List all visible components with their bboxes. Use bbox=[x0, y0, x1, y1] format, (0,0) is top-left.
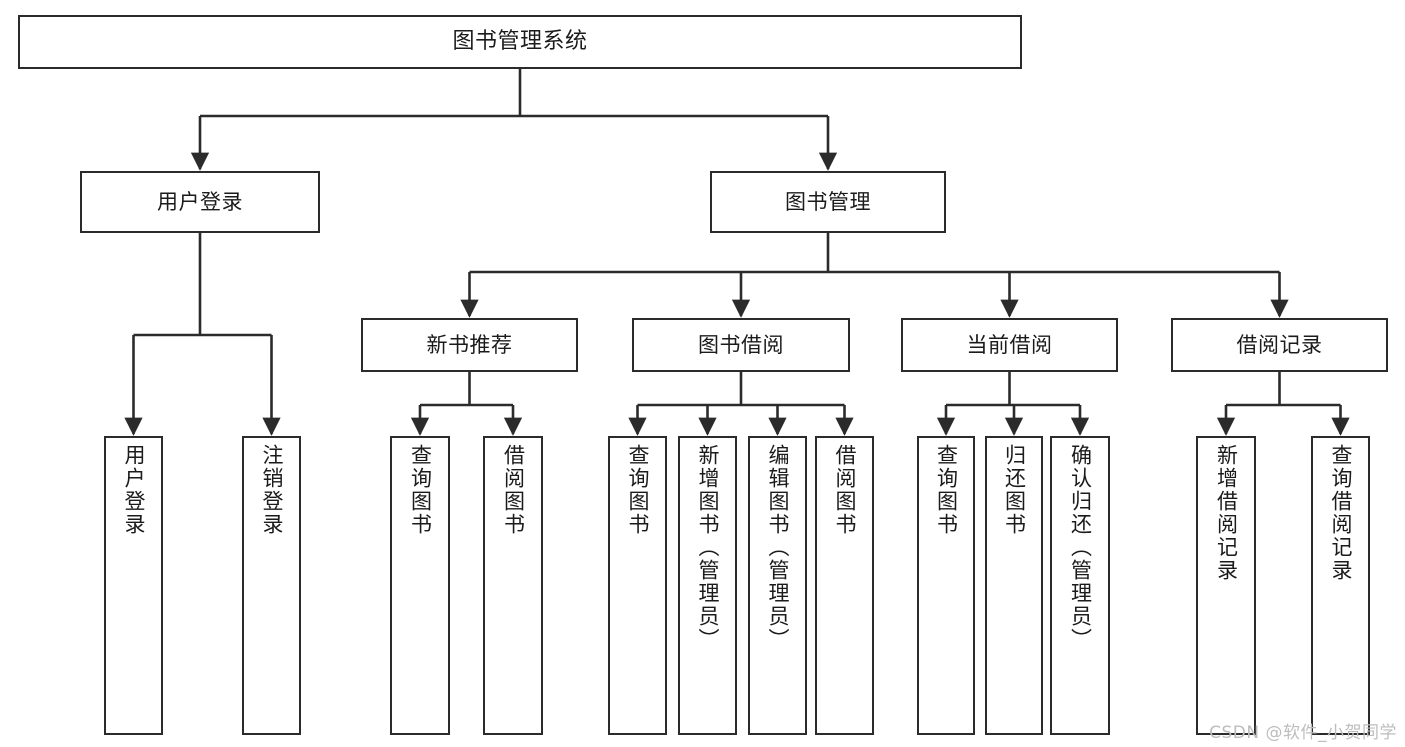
node-l2-borrow[interactable]: 图书借阅 bbox=[632, 318, 850, 372]
node-l3-logout[interactable]: 注销登录 bbox=[242, 436, 301, 735]
node-l3-query3[interactable]: 查询图书 bbox=[917, 436, 975, 735]
node-label: 图书管理 bbox=[785, 189, 871, 214]
node-label: 借阅记录 bbox=[1236, 332, 1323, 357]
watermark: CSDN @软件_小贺同学 bbox=[1209, 723, 1397, 743]
node-label: 新增图书（管理员） bbox=[696, 444, 720, 651]
node-label: 当前借阅 bbox=[966, 332, 1053, 357]
node-label: 图书管理系统 bbox=[452, 29, 588, 55]
node-label: 注销登录 bbox=[260, 444, 284, 536]
node-l1-login[interactable]: 用户登录 bbox=[80, 171, 320, 233]
node-label: 查询图书 bbox=[626, 444, 650, 536]
node-label: 确认归还（管理员） bbox=[1068, 444, 1093, 651]
node-label: 借阅图书 bbox=[833, 444, 857, 536]
node-label: 编辑图书（管理员） bbox=[766, 444, 790, 651]
node-l3-addrec[interactable]: 新增借阅记录 bbox=[1196, 436, 1256, 735]
node-l1-books[interactable]: 图书管理 bbox=[710, 171, 946, 233]
node-l2-new[interactable]: 新书推荐 bbox=[361, 318, 578, 372]
node-l3-confirm[interactable]: 确认归还（管理员） bbox=[1050, 436, 1110, 735]
node-label: 用户登录 bbox=[157, 189, 243, 214]
node-label: 新书推荐 bbox=[426, 332, 513, 357]
node-l3-query2[interactable]: 查询图书 bbox=[608, 436, 667, 735]
node-l3-userlogin[interactable]: 用户登录 bbox=[104, 436, 163, 735]
node-l3-borrow1[interactable]: 借阅图书 bbox=[483, 436, 543, 735]
node-l3-return[interactable]: 归还图书 bbox=[985, 436, 1043, 735]
node-label: 查询图书 bbox=[408, 444, 433, 536]
node-label: 图书借阅 bbox=[698, 332, 784, 357]
node-root[interactable]: 图书管理系统 bbox=[18, 15, 1022, 69]
node-l2-record[interactable]: 借阅记录 bbox=[1171, 318, 1388, 372]
node-l3-add[interactable]: 新增图书（管理员） bbox=[678, 436, 737, 735]
node-label: 查询借阅记录 bbox=[1329, 444, 1353, 582]
node-label: 用户登录 bbox=[122, 444, 146, 536]
node-label: 借阅图书 bbox=[501, 444, 526, 536]
node-l3-edit[interactable]: 编辑图书（管理员） bbox=[748, 436, 807, 735]
node-label: 新增借阅记录 bbox=[1214, 444, 1239, 582]
node-l2-current[interactable]: 当前借阅 bbox=[901, 318, 1118, 372]
node-label: 查询图书 bbox=[934, 444, 959, 536]
node-l3-queryrec[interactable]: 查询借阅记录 bbox=[1311, 436, 1370, 735]
node-l3-query1[interactable]: 查询图书 bbox=[390, 436, 450, 735]
node-l3-borrow2[interactable]: 借阅图书 bbox=[815, 436, 874, 735]
node-label: 归还图书 bbox=[1002, 444, 1027, 536]
